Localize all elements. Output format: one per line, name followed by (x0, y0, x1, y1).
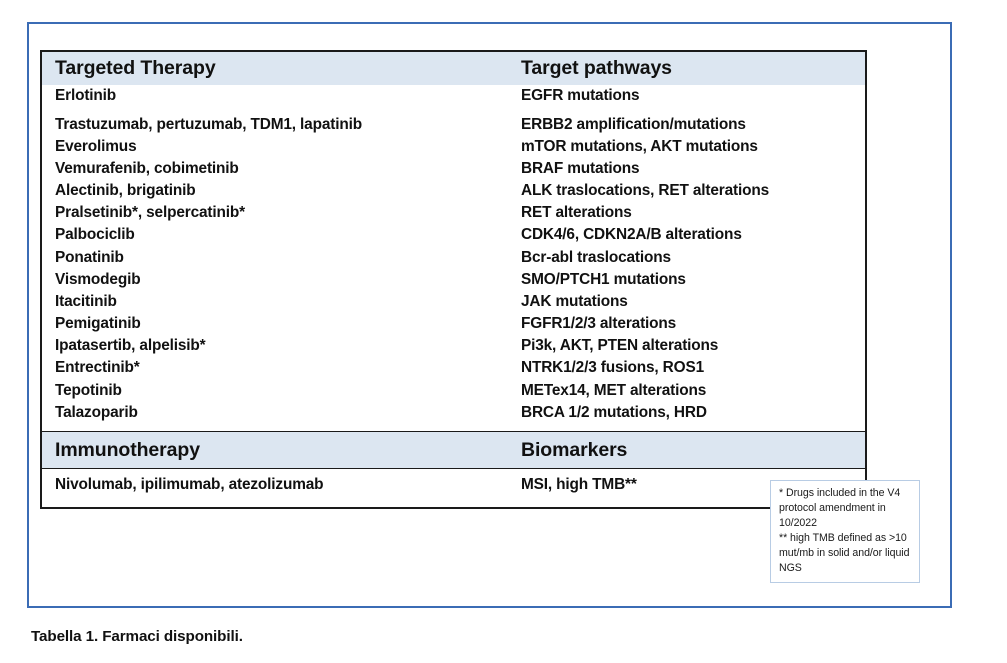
cell-drug: Tepotinib (55, 381, 122, 399)
table-row: Pralsetinib*, selpercatinib* RET alterat… (42, 202, 865, 224)
cell-pathway: RET alterations (521, 204, 632, 222)
footnote-line-double-asterisk: ** high TMB defined as >10 mut/mb in sol… (779, 532, 910, 575)
table-row: Vismodegib SMO/PTCH1 mutations (42, 269, 865, 291)
table-header-row-targeted-therapy: Targeted Therapy Target pathways (42, 52, 865, 86)
table-row: Erlotinib EGFR mutations (42, 85, 865, 113)
table-row: Pemigatinib FGFR1/2/3 alterations (42, 313, 865, 335)
cell-drug: Ipatasertib, alpelisib* (55, 337, 206, 355)
table-row: Nivolumab, ipilimumab, atezolizumab MSI,… (42, 468, 865, 507)
column-header-targeted-therapy: Targeted Therapy (42, 52, 508, 86)
cell-pathway: METex14, MET alterations (521, 381, 707, 399)
table-row: Tepotinib METex14, MET alterations (42, 380, 865, 402)
column-header-biomarkers: Biomarkers (508, 430, 865, 469)
cell-drug: Ponatinib (55, 248, 124, 266)
table-row: Trastuzumab, pertuzumab, TDM1, lapatinib… (42, 114, 865, 136)
table-row: Ponatinib Bcr-abl traslocations (42, 247, 865, 269)
figure-frame: Targeted Therapy Target pathways Erlotin… (27, 22, 952, 608)
cell-drug: Alectinib, brigatinib (55, 182, 196, 200)
cell-drug: Everolimus (55, 137, 137, 155)
cell-drug: Pemigatinib (55, 315, 141, 333)
cell-pathway: FGFR1/2/3 alterations (521, 315, 677, 333)
cell-pathway: BRCA 1/2 mutations, HRD (521, 403, 707, 421)
targeted-therapy-table: Targeted Therapy Target pathways Erlotin… (42, 52, 865, 507)
table-row: Everolimus mTOR mutations, AKT mutations (42, 136, 865, 158)
cell-pathway: mTOR mutations, AKT mutations (521, 137, 758, 155)
table-row: Itacitinib JAK mutations (42, 291, 865, 313)
column-header-immunotherapy: Immunotherapy (42, 430, 508, 469)
cell-drug: Talazoparib (55, 403, 138, 421)
table-row: Vemurafenib, cobimetinib BRAF mutations (42, 158, 865, 180)
cell-pathway: CDK4/6, CDKN2A/B alterations (521, 226, 742, 244)
cell-drug: Trastuzumab, pertuzumab, TDM1, lapatinib (55, 115, 362, 133)
cell-pathway: EGFR mutations (521, 87, 640, 105)
cell-pathway: SMO/PTCH1 mutations (521, 270, 686, 288)
cell-pathway: ALK traslocations, RET alterations (521, 182, 770, 200)
cell-drug: Palbociclib (55, 226, 135, 244)
cell-drug: Vemurafenib, cobimetinib (55, 159, 239, 177)
figure-caption: Tabella 1. Farmaci disponibili. (31, 628, 243, 645)
cell-pathway: BRAF mutations (521, 159, 640, 177)
table-row: Talazoparib BRCA 1/2 mutations, HRD (42, 402, 865, 432)
cell-drug: Vismodegib (55, 270, 141, 288)
cell-drug: Erlotinib (55, 87, 117, 105)
footnote-callout: * Drugs included in the V4 protocol amen… (770, 480, 920, 584)
table-row: Entrectinib* NTRK1/2/3 fusions, ROS1 (42, 357, 865, 379)
cell-pathway: Bcr-abl traslocations (521, 248, 671, 266)
table-row: Ipatasertib, alpelisib* Pi3k, AKT, PTEN … (42, 335, 865, 357)
cell-pathway: NTRK1/2/3 fusions, ROS1 (521, 359, 704, 377)
table-header-row-immunotherapy: Immunotherapy Biomarkers (42, 430, 865, 469)
column-header-target-pathways: Target pathways (508, 52, 865, 86)
table-row: Palbociclib CDK4/6, CDKN2A/B alterations (42, 224, 865, 246)
drug-table: Targeted Therapy Target pathways Erlotin… (40, 50, 867, 509)
table-row: Alectinib, brigatinib ALK traslocations,… (42, 180, 865, 202)
cell-drug: Itacitinib (55, 292, 117, 310)
cell-pathway: Pi3k, AKT, PTEN alterations (521, 337, 719, 355)
cell-pathway: JAK mutations (521, 292, 628, 310)
cell-drug: Nivolumab, ipilimumab, atezolizumab (42, 468, 508, 507)
cell-drug: Pralsetinib*, selpercatinib* (55, 204, 245, 222)
cell-pathway: ERBB2 amplification/mutations (521, 115, 746, 133)
cell-drug: Entrectinib* (55, 359, 140, 377)
footnote-line-asterisk: * Drugs included in the V4 protocol amen… (779, 487, 901, 530)
